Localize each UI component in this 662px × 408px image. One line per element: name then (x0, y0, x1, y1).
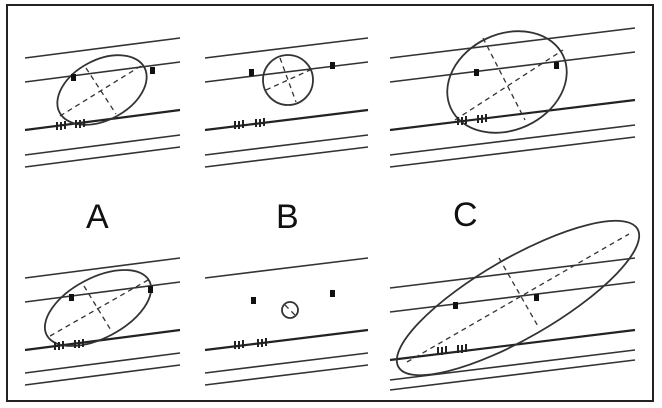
label-c: C (453, 196, 478, 234)
tick-cluster (234, 118, 265, 129)
marker-dot-left (251, 297, 256, 304)
tick-cluster (234, 338, 267, 349)
marker-dot-right (148, 286, 153, 293)
marker-dot-left (474, 69, 479, 76)
label-b: B (276, 198, 299, 236)
marker-dot-left (249, 69, 254, 76)
marker-dot-right (554, 62, 559, 69)
marker-dot-right (534, 294, 539, 301)
panel-a-top (24, 37, 181, 168)
panel-c-top (389, 27, 636, 168)
tick-cluster (56, 119, 85, 130)
panel-a-bottom (24, 257, 181, 386)
panel-b-top (204, 37, 369, 168)
marker-dot-right (330, 290, 335, 297)
marker-dot-left (453, 302, 458, 309)
label-a: A (86, 198, 109, 236)
panel-b-bottom (204, 257, 369, 386)
tick-cluster (437, 344, 467, 355)
tick-cluster (54, 339, 84, 350)
marker-dot-right (330, 62, 335, 69)
panel-c-bottom (389, 219, 641, 391)
marker-dot-right (150, 67, 155, 74)
tick-cluster (457, 114, 487, 125)
marker-dot-left (71, 74, 76, 81)
marker-dot-left (69, 294, 74, 301)
